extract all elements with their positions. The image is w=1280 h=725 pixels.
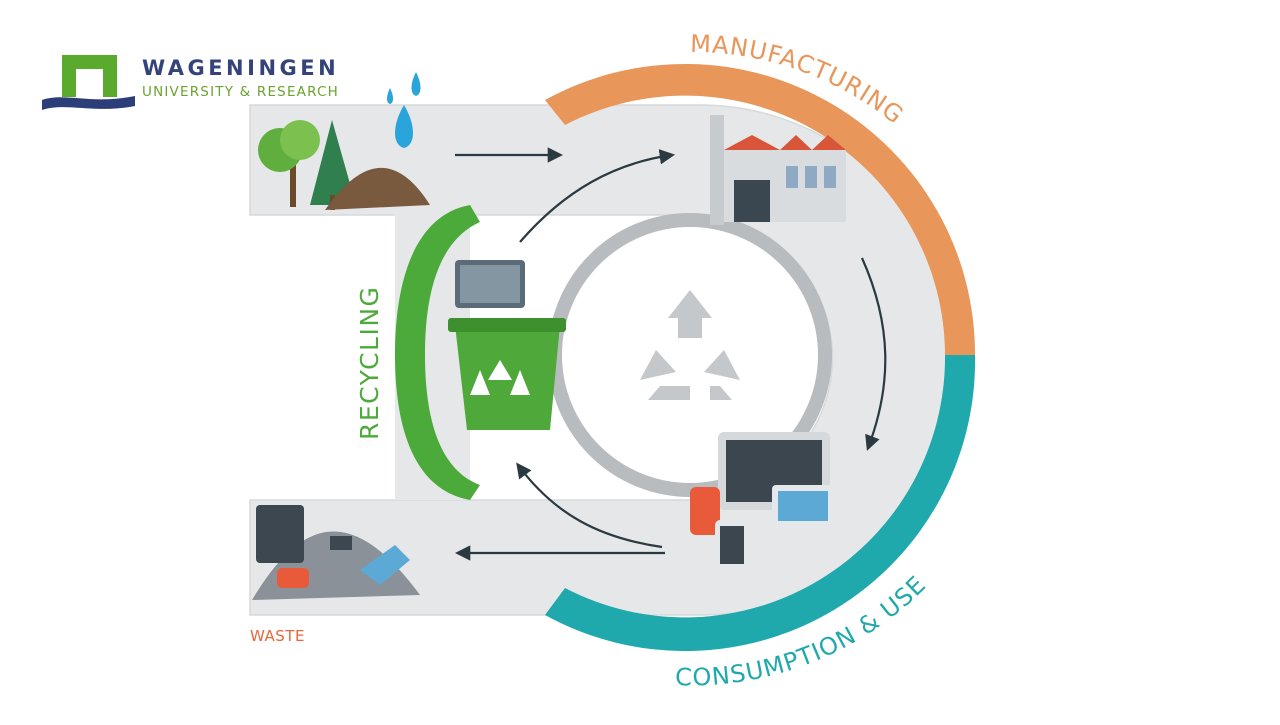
- soil-heap-icon: [325, 167, 430, 210]
- factory-icon: [710, 115, 846, 225]
- logo-subtitle: UNIVERSITY & RESEARCH: [142, 84, 339, 100]
- logo-mark-icon: [42, 55, 135, 110]
- consumption-arc: [545, 355, 976, 652]
- trees-icon: [258, 120, 356, 210]
- recycle-symbol-icon: [640, 290, 740, 400]
- devices-icon: [690, 432, 834, 572]
- manufacturing-arc: [545, 63, 976, 355]
- water-drops-icon: [387, 72, 421, 148]
- waste-label: WASTE: [250, 627, 305, 645]
- waste-pile-icon: [252, 505, 420, 600]
- recycle-bin-icon: [448, 260, 566, 430]
- logo-name: WAGENINGEN: [142, 56, 340, 80]
- arrow-consumption-to-recycling: [516, 462, 663, 549]
- flow-arrows: [454, 147, 887, 561]
- recycling-label: RECYCLING: [355, 286, 384, 440]
- arrow-manufacturing-to-consumption: [860, 257, 887, 451]
- arrow-recycling-to-manufacturing: [519, 149, 676, 243]
- wageningen-logo: WAGENINGEN UNIVERSITY & RESEARCH: [40, 50, 390, 120]
- recycling-bar: [395, 205, 480, 500]
